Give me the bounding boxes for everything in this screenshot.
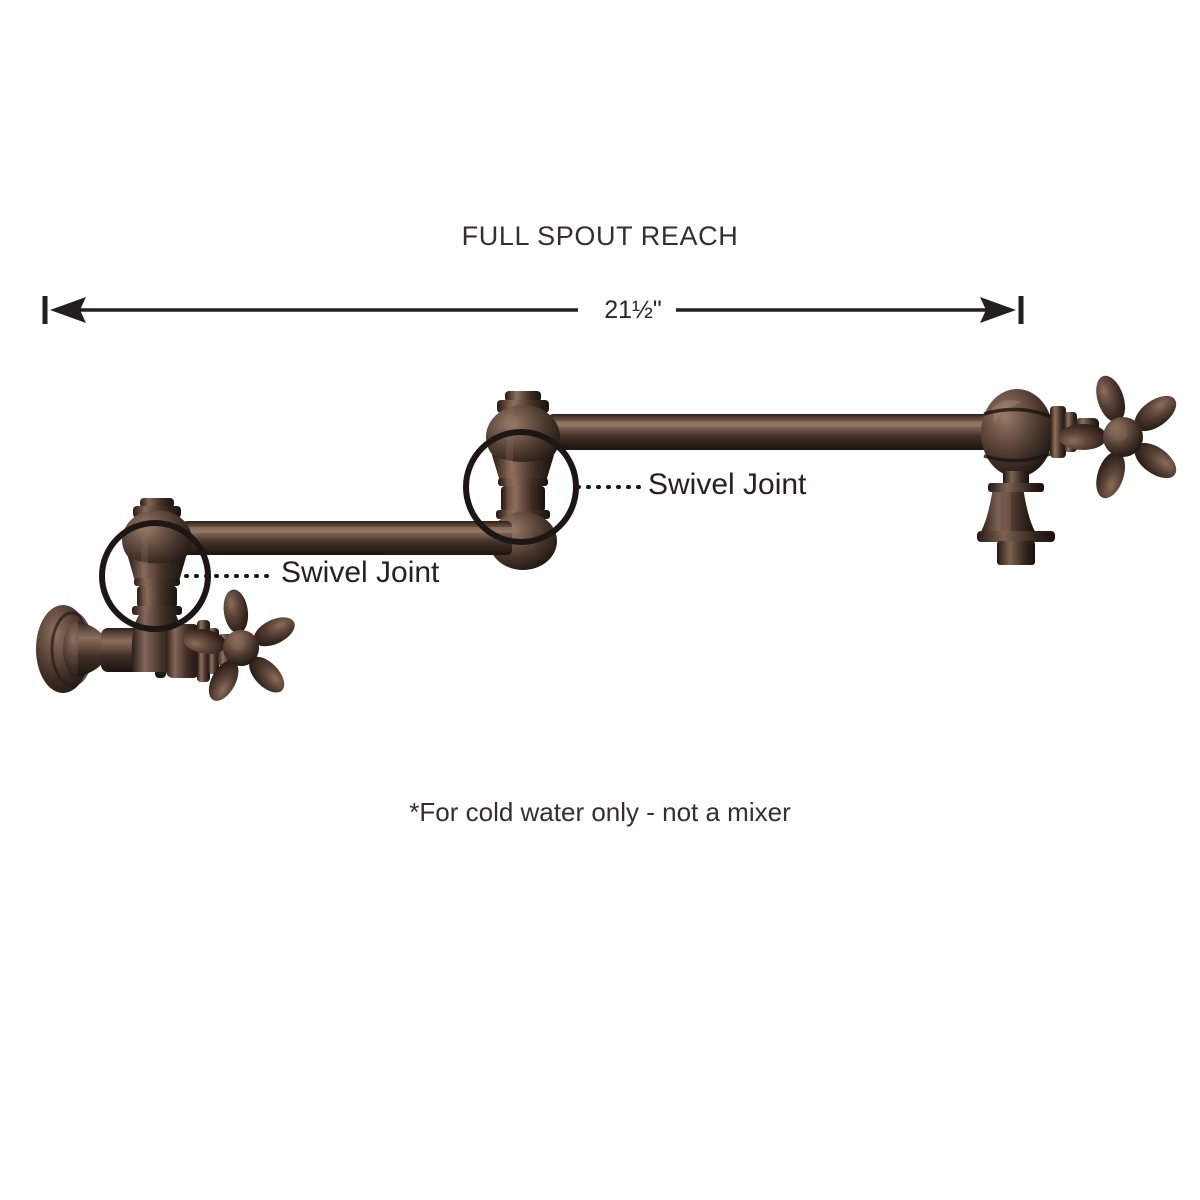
- dimension-value-label: 21½": [604, 296, 662, 324]
- wall-cross-handle[interactable]: [170, 577, 307, 718]
- upper-swivel-band-a: [498, 478, 548, 486]
- upper-swivel-bulb: [486, 405, 560, 469]
- upper-arm-tube: [548, 414, 1018, 450]
- dimension-line-group: [42, 296, 1024, 324]
- right-cross-handle[interactable]: [1059, 372, 1182, 502]
- upper-arm-tube-sheen: [548, 421, 1018, 427]
- right-handle-lobes: [1059, 375, 1177, 499]
- annotation-lower-group: [99, 520, 274, 632]
- right-spout-group: [977, 471, 1055, 565]
- spout-tip-highlight: [1004, 492, 1011, 532]
- annotation-label-swivel-joint-upper: Swivel Joint: [648, 468, 807, 501]
- wall-flange-taper: [78, 621, 104, 677]
- spout-cap-lower: [977, 531, 1055, 542]
- lower-swivel-band-b: [137, 586, 177, 608]
- lower-arm-tube-sheen: [182, 527, 512, 533]
- spout-cap-upper: [988, 483, 1044, 492]
- right-valve-body-group: [977, 372, 1182, 565]
- lower-swivel-band-a: [134, 578, 180, 586]
- annotation-upper-group: [463, 429, 642, 545]
- upper-swivel-cap-top: [505, 391, 541, 402]
- right-handle-hub-cap: [1111, 425, 1127, 441]
- wall-handle-hub-cap: [230, 636, 245, 651]
- faucet-upper-arm-assembly: [486, 372, 1182, 570]
- upper-swivel-band-b: [501, 486, 545, 512]
- lower-swivel-cap-top: [140, 498, 174, 508]
- wall-handle-lobes: [182, 589, 295, 701]
- annotation-label-swivel-joint-lower: Swivel Joint: [281, 556, 440, 589]
- spout-flare-body: [979, 487, 1037, 535]
- footnote-cold-water-only: *For cold water only - not a mixer: [409, 797, 791, 827]
- right-valve-ring-lower: [983, 452, 1051, 463]
- upper-swivel-vertical-sheen: [506, 403, 515, 540]
- dimension-arrowhead-right: [980, 297, 1016, 323]
- faucet-lower-arm-assembly: [36, 498, 512, 718]
- wall-swivel-joint-lower: [122, 498, 192, 615]
- page-title: FULL SPOUT REACH: [461, 221, 739, 251]
- lower-arm-tube: [182, 521, 512, 555]
- spout-outlet-tip: [997, 541, 1035, 565]
- right-handle-collar-a: [1050, 406, 1066, 458]
- dimension-arrowhead-left: [50, 297, 86, 323]
- right-valve-bulb-highlight: [992, 400, 1022, 424]
- right-valve-ring-upper: [983, 407, 1051, 418]
